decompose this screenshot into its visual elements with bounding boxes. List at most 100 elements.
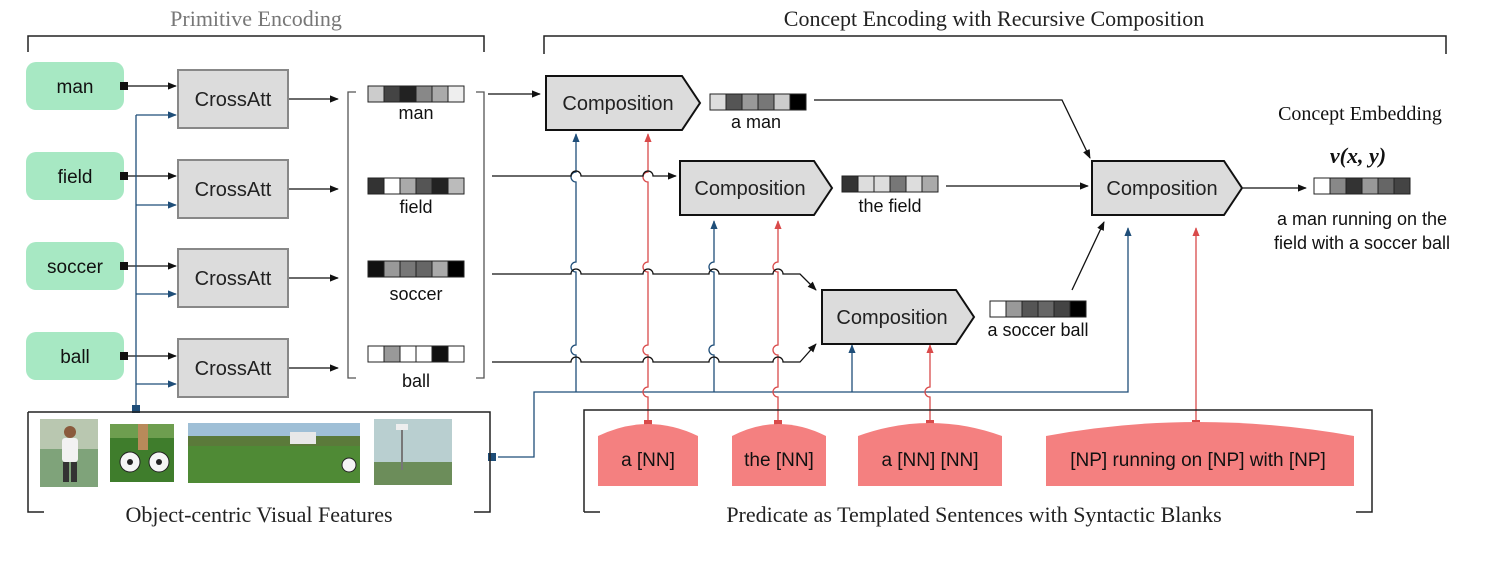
- vector-cell: [773, 93, 791, 111]
- template-a-nn-nn: a [NN] [NN]: [858, 423, 1002, 486]
- concept-encoding-title: Concept Encoding with Recursive Composit…: [784, 6, 1204, 31]
- vector-soccer: [367, 260, 465, 278]
- crossatt-man: CrossAtt: [177, 69, 289, 129]
- primitive-man-label: man: [57, 77, 94, 98]
- vector-cell: [741, 93, 759, 111]
- visual-feature-player-image: [40, 419, 98, 487]
- vector-cell: [399, 345, 417, 363]
- visual-features-port-right: [488, 453, 496, 461]
- vector-cell: [725, 93, 743, 111]
- vector-cell: [383, 260, 401, 278]
- vector-man: [367, 85, 465, 103]
- primitive-field-port: [120, 172, 128, 180]
- vector-ball-label: ball: [402, 371, 430, 391]
- vector-cell: [367, 177, 385, 195]
- visual-feature-ball-closeup-image: [110, 424, 174, 482]
- template-a-nn-label: a [NN]: [621, 450, 675, 471]
- template-np-running: [NP] running on [NP] with [NP]: [1046, 422, 1354, 486]
- vector-cell: [1329, 177, 1347, 195]
- vector-cell: [447, 345, 465, 363]
- primitive-field: field: [26, 152, 124, 200]
- composition-man-label: Composition: [562, 93, 673, 115]
- vector-a-man: [709, 93, 807, 111]
- primitive-ball-label: ball: [60, 347, 90, 368]
- vector-cell: [873, 175, 891, 193]
- vector-cell: [367, 260, 385, 278]
- predicate-lines: [642, 133, 1200, 424]
- concept-embedding-title: Concept Embedding: [1278, 103, 1442, 125]
- vector-cell: [1005, 300, 1023, 318]
- visual-features-port-top: [132, 405, 140, 413]
- vector-cell: [383, 177, 401, 195]
- vector-a-soccer-ball-label: a soccer ball: [987, 320, 1088, 340]
- vector-a-soccer-ball: [989, 300, 1087, 318]
- composition-man: Composition: [545, 75, 702, 131]
- concept-encoding-bracket: [543, 35, 1447, 54]
- vector-cell: [415, 85, 433, 103]
- vector-cell: [1069, 300, 1087, 318]
- vector-cell: [1053, 300, 1071, 318]
- vector-cell: [1313, 177, 1331, 195]
- vector-cell: [789, 93, 807, 111]
- vector-cell: [383, 85, 401, 103]
- vector-cell: [367, 85, 385, 103]
- vector-cell: [447, 85, 465, 103]
- vector-cell: [1037, 300, 1055, 318]
- composition-field: Composition: [679, 160, 834, 216]
- vector-cell: [889, 175, 907, 193]
- vector-cell: [367, 345, 385, 363]
- vector-the-field-label: the field: [858, 196, 921, 216]
- vector-concept-embedding: [1313, 177, 1411, 195]
- vector-cell: [905, 175, 923, 193]
- template-the-nn: the [NN]: [732, 424, 826, 486]
- vector-cell: [383, 345, 401, 363]
- concept-embedding-caption-line2: field with a soccer ball: [1274, 233, 1450, 253]
- predicates-bracket: [583, 409, 1373, 513]
- vector-man-label: man: [398, 103, 433, 123]
- vector-cell: [415, 345, 433, 363]
- vector-field-label: field: [399, 197, 432, 217]
- vector-cell: [1361, 177, 1379, 195]
- vector-cell: [431, 85, 449, 103]
- vector-cell: [989, 300, 1007, 318]
- visual-features-title: Object-centric Visual Features: [125, 502, 392, 527]
- concept-embedding-formula: v(x, y): [1330, 143, 1386, 168]
- crossatt-field: CrossAtt: [177, 159, 289, 219]
- composition-field-label: Composition: [694, 178, 805, 200]
- crossatt-field-label: CrossAtt: [195, 179, 272, 201]
- vector-cell: [415, 177, 433, 195]
- arrow-soccer-to-comp: [492, 268, 817, 291]
- composition-final-label: Composition: [1106, 178, 1217, 200]
- template-a-nn: a [NN]: [598, 424, 698, 486]
- primitive-soccer: soccer: [26, 242, 124, 290]
- visual-feature-stadium-image: [374, 419, 452, 485]
- vector-soccer-label: soccer: [389, 284, 442, 304]
- vector-cell: [399, 85, 417, 103]
- primitive-ball: ball: [26, 332, 124, 380]
- primitive-soccer-label: soccer: [47, 257, 104, 278]
- vector-cell: [431, 260, 449, 278]
- vector-cell: [431, 345, 449, 363]
- vector-the-field: [841, 175, 939, 193]
- vector-cell: [399, 177, 417, 195]
- vector-cell: [1021, 300, 1039, 318]
- visual-features-bracket: [27, 411, 491, 513]
- vector-a-man-label: a man: [731, 112, 781, 132]
- vector-cell: [757, 93, 775, 111]
- crossatt-soccer-label: CrossAtt: [195, 268, 272, 290]
- primitive-man: man: [26, 62, 124, 110]
- vector-cell: [841, 175, 859, 193]
- vector-cell: [1393, 177, 1411, 195]
- vector-cell: [399, 260, 417, 278]
- primitive-encoding-bracket: [27, 35, 485, 52]
- predicates-title: Predicate as Templated Sentences with Sy…: [726, 502, 1221, 527]
- vector-cell: [857, 175, 875, 193]
- template-the-nn-port: [774, 420, 782, 428]
- crossatt-ball-label: CrossAtt: [195, 358, 272, 380]
- primitive-vectors-right-bracket: [476, 91, 485, 379]
- arrow-soccer-ball-to-final: [1071, 221, 1105, 291]
- vector-cell: [921, 175, 939, 193]
- template-np-running-label: [NP] running on [NP] with [NP]: [1070, 450, 1326, 471]
- arrow-a-man-to-final: [814, 99, 1091, 159]
